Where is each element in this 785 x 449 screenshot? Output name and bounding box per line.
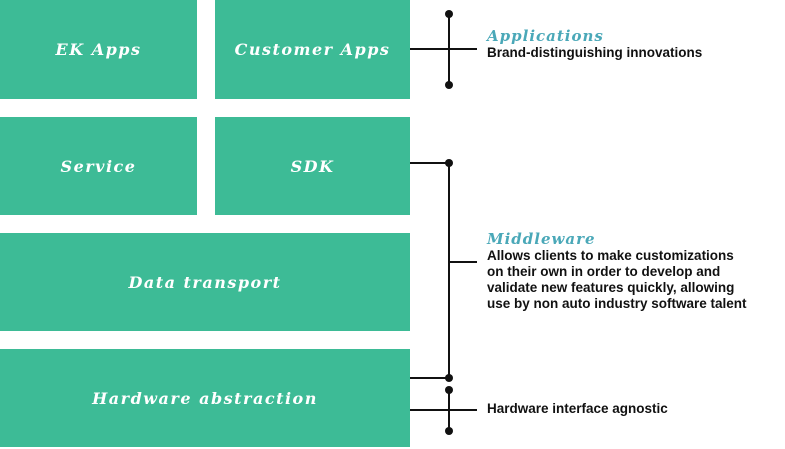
applications-description: Brand-distinguishing innovations (487, 45, 703, 60)
middleware-bracket-top-dot (445, 159, 453, 167)
middleware-label-group: Middleware Allows clients to make custom… (487, 230, 785, 312)
middleware-description-line: use by non auto industry software talent (487, 296, 747, 311)
applications-bracket-bottom-dot (445, 81, 453, 89)
middleware-description-line: validate new features quickly, allowing (487, 280, 735, 295)
customer-apps-label: Customer Apps (234, 40, 391, 59)
applications-heading: Applications (487, 27, 604, 45)
applications-label-group: Applications Brand-distinguishing innova… (487, 27, 702, 61)
middleware-description-line: Allows clients to make customizations (487, 248, 734, 263)
middleware-description-line: on their own in order to develop and (487, 264, 721, 279)
hardware-bracket-bottom-dot (445, 427, 453, 435)
hardware-bracket-top-dot (445, 386, 453, 394)
hardware-label-group: Hardware interface agnostic (487, 401, 668, 417)
service-block: Service (0, 117, 197, 215)
ek-apps-label: EK Apps (55, 40, 142, 59)
middleware-bracket-bottom-dot (445, 374, 453, 382)
sdk-block: SDK (215, 117, 410, 215)
data-transport-block: Data transport (0, 233, 410, 331)
hardware-abstraction-label: Hardware abstraction (92, 388, 318, 408)
middleware-heading: Middleware (487, 230, 596, 248)
service-label: Service (60, 156, 137, 176)
ek-apps-block: EK Apps (0, 0, 197, 99)
sdk-label: SDK (290, 156, 335, 176)
data-transport-label: Data transport (128, 272, 282, 292)
applications-bracket-top-dot (445, 10, 453, 18)
hardware-abstraction-block: Hardware abstraction (0, 349, 410, 447)
hardware-description: Hardware interface agnostic (487, 401, 668, 416)
customer-apps-block: Customer Apps (215, 0, 410, 99)
